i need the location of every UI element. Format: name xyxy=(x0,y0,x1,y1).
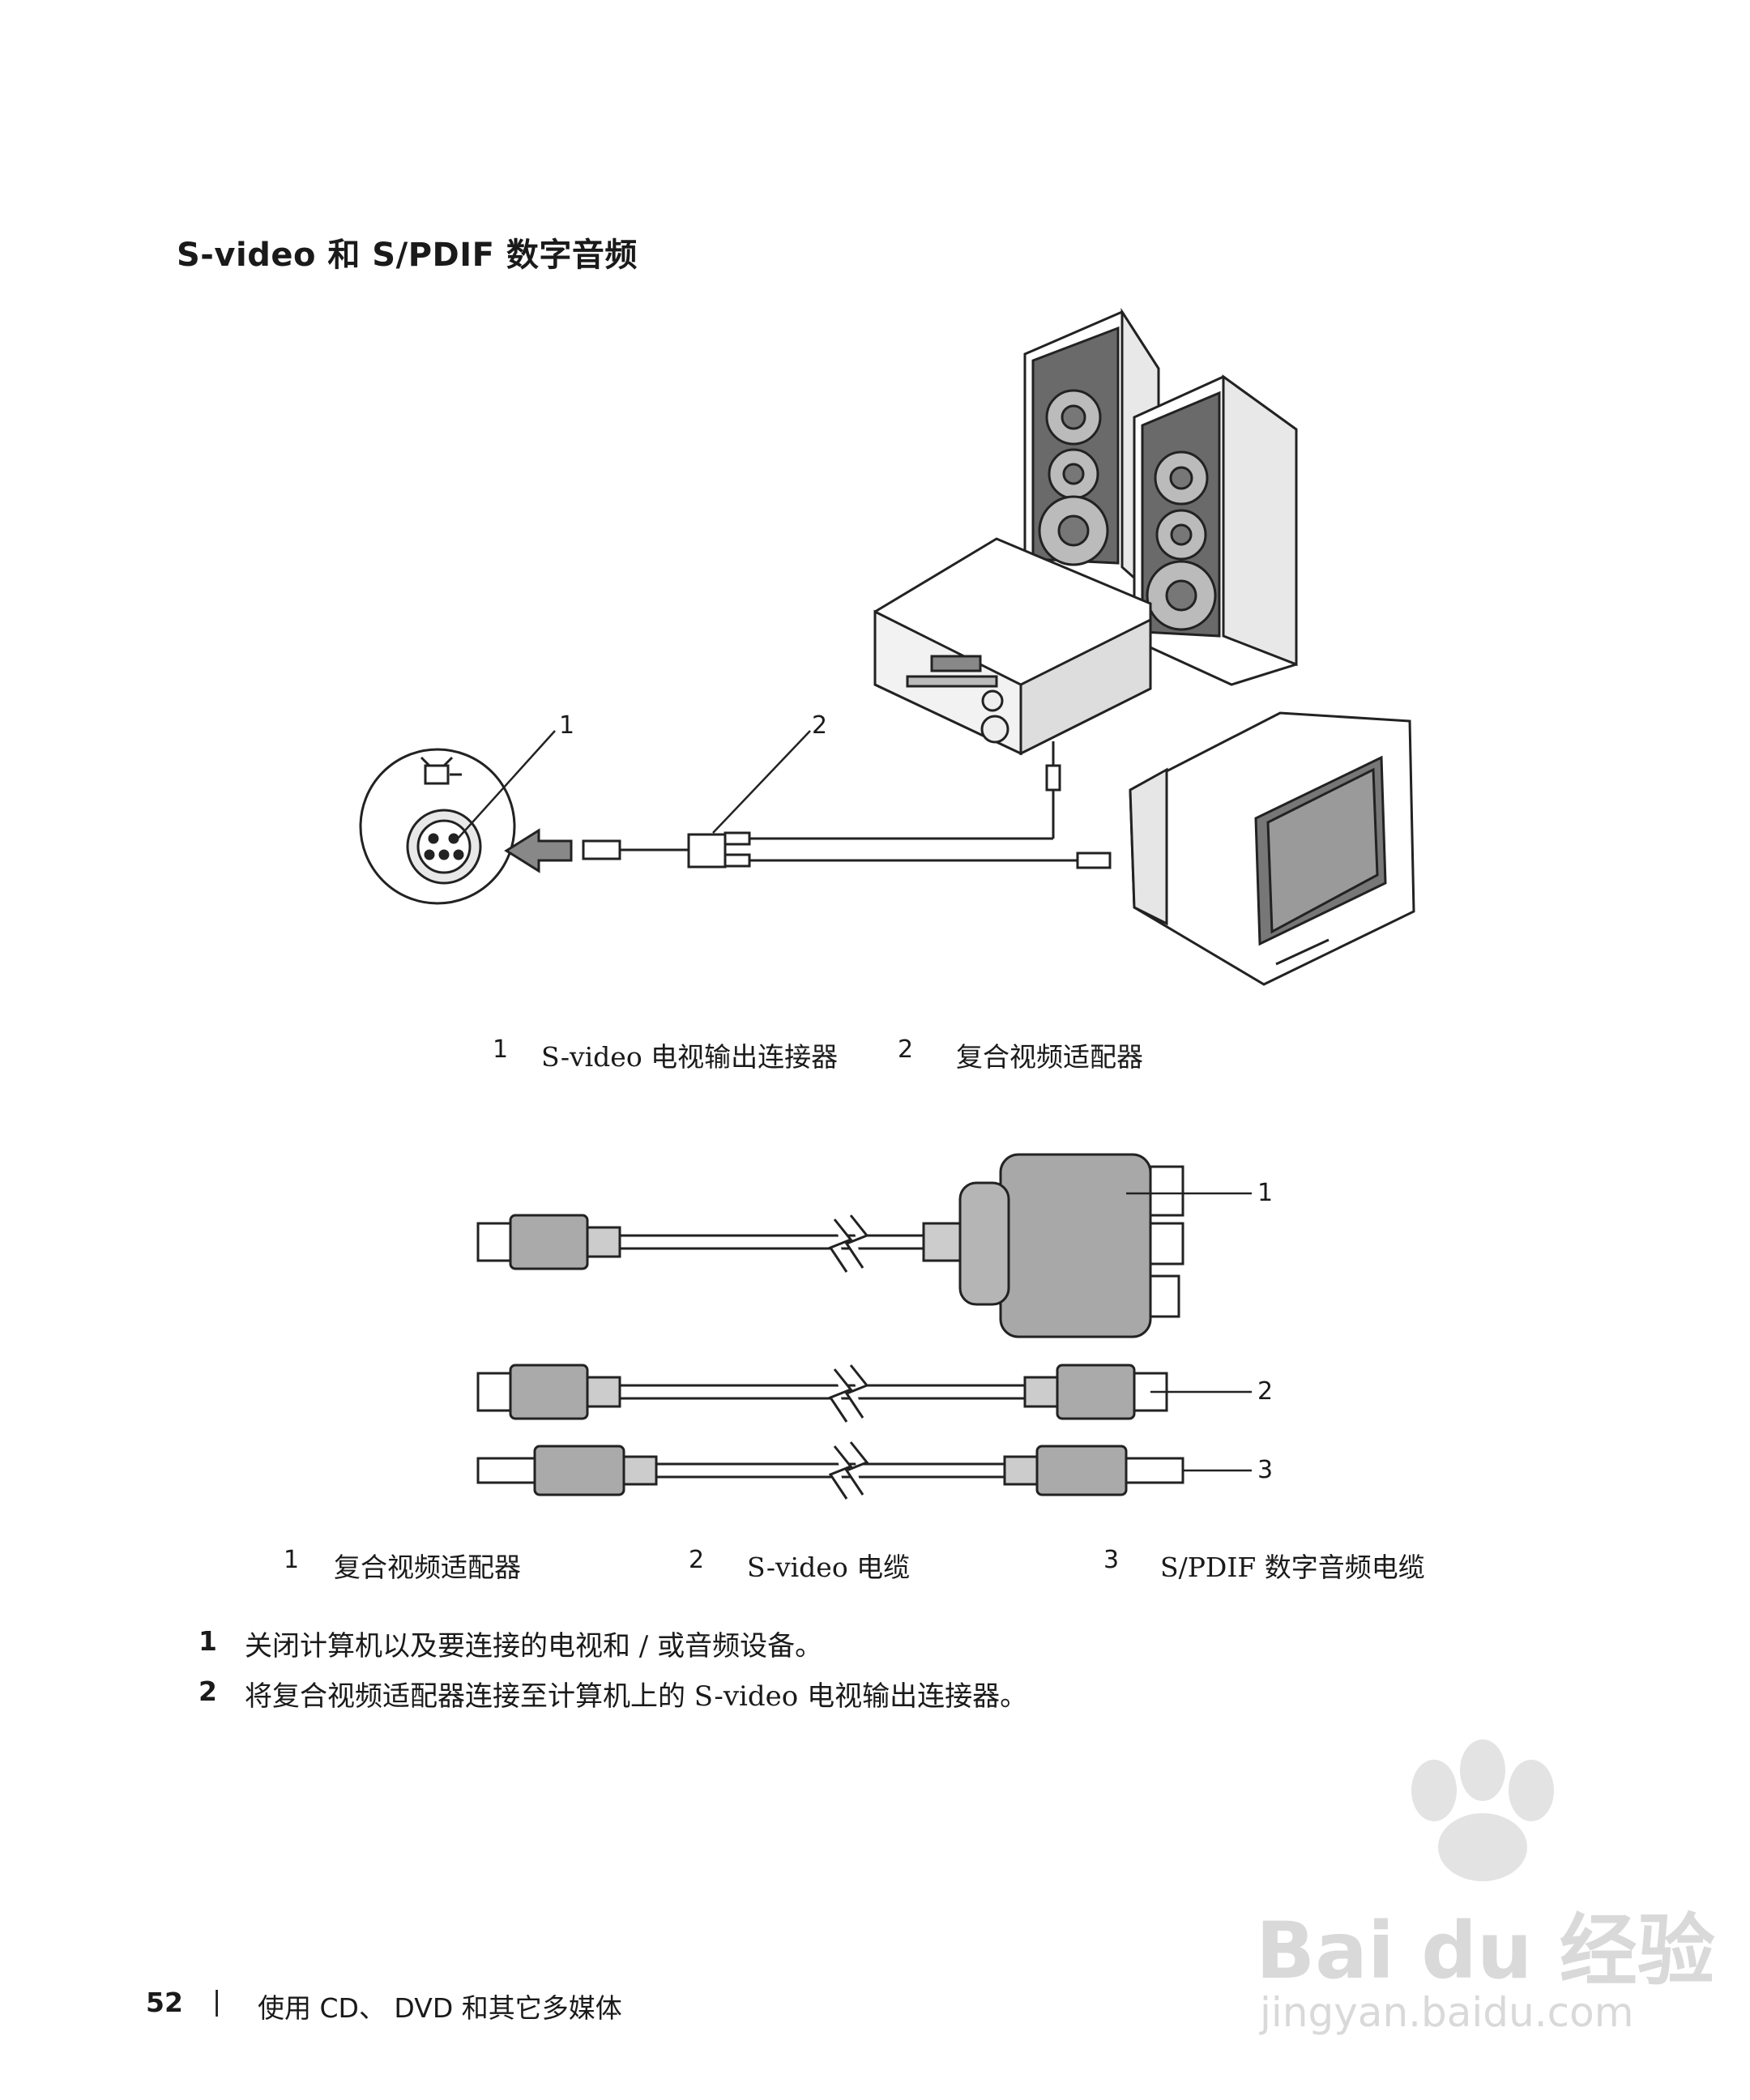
page-number: 52 xyxy=(146,1987,183,2018)
spdif-cable xyxy=(476,1445,1184,1496)
callout-3: 3 xyxy=(1257,1456,1274,1484)
callout-2: 2 xyxy=(1257,1377,1274,1406)
callout-1: 1 xyxy=(1257,1179,1274,1207)
audio-receiver xyxy=(873,537,1152,792)
insert-arrow xyxy=(504,828,573,873)
watermark-paw-icon xyxy=(1411,1739,1554,1881)
footer-section-title: 使用 CD、 DVD 和其它多媒体 xyxy=(258,1992,622,2024)
caption-3-number: 3 xyxy=(1103,1546,1120,1574)
composite-adapter-cable xyxy=(476,1153,1184,1338)
television xyxy=(1129,711,1415,986)
callout-1: 1 xyxy=(559,711,575,740)
step-2-text: 将复合视频适配器连接至计算机上的 S-video 电视输出连接器。 xyxy=(245,1680,1028,1713)
watermark-brand: Bai du 经验 xyxy=(1256,1906,1715,1996)
svideo-port-closeup xyxy=(359,748,516,905)
step-2-number: 2 xyxy=(198,1675,217,1707)
adapter-cable xyxy=(582,790,1112,869)
footer-separator: | xyxy=(212,1985,222,2017)
step-1-number: 1 xyxy=(198,1625,217,1657)
step-1-text: 关闭计算机以及要连接的电视和 / 或音频设备。 xyxy=(245,1630,823,1662)
callout-2: 2 xyxy=(812,711,828,740)
caption-3-text: S/PDIF 数字音频电缆 xyxy=(1160,1552,1425,1583)
cable-diagram xyxy=(476,1153,1252,1500)
caption-1-number: 1 xyxy=(493,1035,509,1064)
watermark-url: jingyan.baidu.com xyxy=(1260,1989,1634,2036)
section-heading: S-video 和 S/PDIF 数字音频 xyxy=(177,237,638,274)
svideo-cable xyxy=(476,1364,1168,1420)
caption-2-text: S-video 电缆 xyxy=(747,1552,911,1583)
speaker-right xyxy=(1133,374,1298,686)
caption-1-text: S-video 电视输出连接器 xyxy=(541,1041,839,1073)
caption-2-number: 2 xyxy=(689,1546,705,1574)
caption-2-text: 复合视频适配器 xyxy=(956,1041,1143,1073)
caption-1-number: 1 xyxy=(284,1546,300,1574)
caption-2-number: 2 xyxy=(898,1035,914,1064)
caption-1-text: 复合视频适配器 xyxy=(334,1552,521,1583)
